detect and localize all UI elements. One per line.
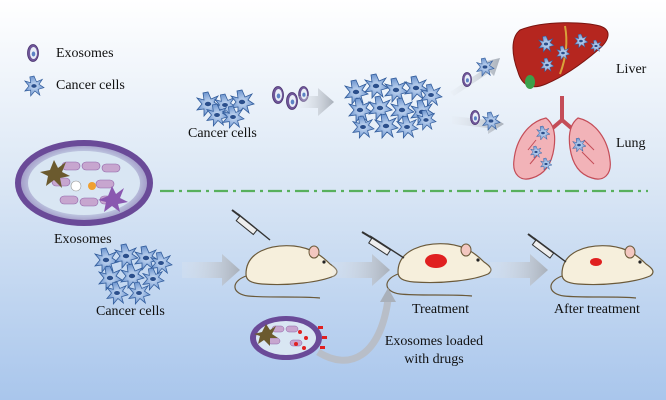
liver-illustration — [512, 22, 609, 89]
treatment-label: Treatment — [412, 302, 470, 317]
mouse-2 — [386, 243, 492, 297]
top-arrow-1 — [298, 88, 334, 116]
bottom-arrow-3 — [490, 254, 548, 286]
drug-loaded-exosome — [250, 316, 327, 360]
mouse-3 — [550, 245, 654, 299]
liver-label: Liver — [616, 62, 647, 77]
bottom-cancer-cells-label: Cancer cells — [96, 304, 165, 319]
curved-arrow-to-treatment — [316, 288, 396, 364]
legend-cancer-cells-label: Cancer cells — [56, 78, 125, 93]
legend-exosome-icon — [27, 44, 39, 62]
legend-exosomes-label: Exosomes — [56, 46, 114, 61]
syringe-3 — [527, 233, 567, 263]
lung-label: Lung — [616, 136, 646, 151]
exosomes-label: Exosomes — [54, 232, 112, 247]
tumor-large — [425, 254, 447, 268]
arrow-to-lung — [452, 109, 504, 134]
exosomes-loaded-line2: with drugs — [404, 352, 464, 367]
syringe-1 — [231, 209, 271, 241]
syringe-2 — [361, 231, 405, 259]
after-treatment-label: After treatment — [554, 302, 640, 317]
bottom-arrow-2 — [332, 254, 390, 286]
tumor-small — [590, 258, 602, 266]
top-cancer-cells-label: Cancer cells — [188, 126, 257, 141]
exosomes-loaded-line1: Exosomes loaded — [384, 334, 484, 349]
arrow-to-liver — [450, 57, 500, 96]
bottom-arrow-1 — [182, 254, 240, 286]
exosome-large-oval — [15, 140, 153, 226]
lung-illustration — [513, 96, 611, 180]
